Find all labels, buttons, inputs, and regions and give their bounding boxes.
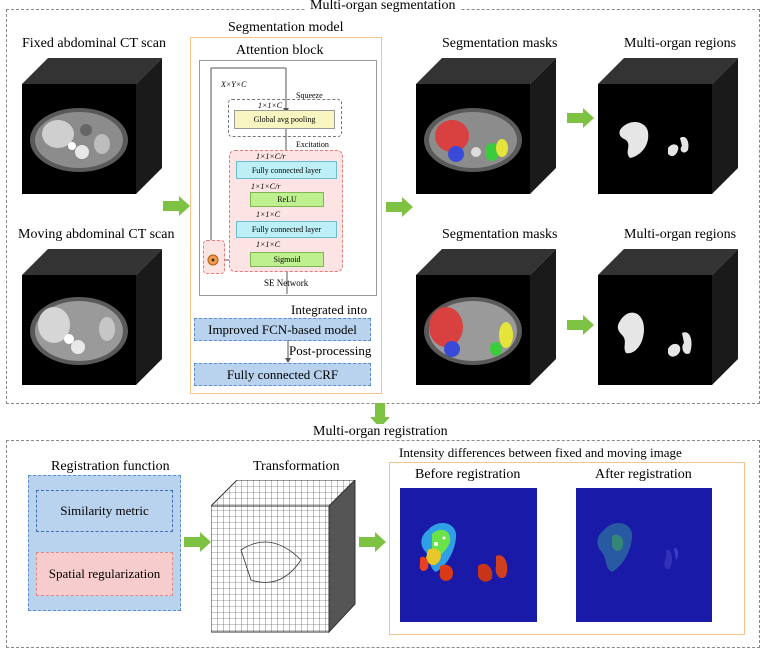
segmentation-section-title: Multi-organ segmentation bbox=[306, 0, 460, 14]
green-arrow-icon bbox=[386, 197, 413, 217]
after-label: After registration bbox=[595, 467, 692, 482]
squeeze-label: Squeeze bbox=[296, 91, 323, 100]
post-processing-label: Post-processing bbox=[289, 343, 372, 358]
green-arrow-icon bbox=[567, 315, 594, 335]
crf-box: Fully connected CRF bbox=[194, 363, 371, 386]
relu-dims-label: 1×1×C/r bbox=[251, 182, 281, 191]
intensity-title: Intensity differences between fixed and … bbox=[399, 445, 682, 460]
squeeze-group bbox=[228, 99, 342, 137]
multiply-circle-icon bbox=[207, 254, 219, 266]
fcn-model-box: Improved FCN-based model bbox=[194, 318, 371, 341]
attention-block bbox=[199, 60, 377, 296]
green-arrow-icon bbox=[567, 108, 594, 128]
se-network-label: SE Network bbox=[264, 278, 309, 288]
fc1-box: Fully connected layer bbox=[236, 161, 337, 179]
moving-ct-cube bbox=[22, 249, 172, 389]
green-arrow-icon bbox=[163, 196, 190, 216]
post-processing-arrow bbox=[285, 340, 291, 363]
before-registration-image bbox=[400, 488, 537, 622]
similarity-metric-box: Similarity metric bbox=[36, 490, 173, 532]
fc2-box: Fully connected layer bbox=[236, 221, 337, 238]
green-arrow-icon bbox=[370, 403, 390, 428]
excitation-label: Excitation bbox=[296, 140, 329, 149]
regions-top-cube bbox=[598, 58, 748, 198]
regions-top-label: Multi-organ regions bbox=[624, 36, 737, 51]
seg-mask-bottom-cube bbox=[416, 249, 566, 389]
spatial-regularization-box: Spatial regularization bbox=[36, 552, 173, 596]
relu-box: ReLU bbox=[250, 192, 324, 207]
regions-bottom-cube bbox=[598, 249, 748, 389]
registration-section bbox=[6, 440, 760, 648]
sigmoid-box: Sigmoid bbox=[250, 252, 324, 267]
after-registration-image bbox=[576, 488, 712, 622]
input-dims-label: X×Y×C bbox=[221, 80, 247, 89]
gap-dims-label: 1×1×C bbox=[258, 101, 283, 110]
registration-section-title: Multi-organ registration bbox=[309, 424, 452, 440]
fixed-ct-cube bbox=[22, 58, 172, 198]
green-arrow-icon bbox=[359, 532, 386, 552]
transformation-grid-cube bbox=[209, 478, 357, 641]
transformation-label: Transformation bbox=[253, 459, 340, 474]
global-avg-pooling-box: Global avg pooling bbox=[234, 110, 335, 129]
segmentation-model-box bbox=[190, 37, 382, 394]
intensity-panel bbox=[389, 462, 745, 635]
seg-masks-top-label: Segmentation masks bbox=[442, 36, 558, 51]
attention-block-title: Attention block bbox=[236, 43, 324, 58]
sigmoid-dims-label: 1×1×C bbox=[256, 240, 281, 249]
fixed-scan-label: Fixed abdominal CT scan bbox=[22, 36, 166, 51]
seg-masks-bottom-label: Segmentation masks bbox=[442, 227, 558, 242]
seg-mask-top-cube bbox=[416, 58, 566, 198]
fc2-dims-label: 1×1×C bbox=[256, 210, 281, 219]
fc1-dims-label: 1×1×C/r bbox=[256, 152, 286, 161]
green-arrow-icon bbox=[184, 532, 211, 552]
registration-function-label: Registration function bbox=[51, 459, 170, 474]
segmentation-model-title: Segmentation model bbox=[228, 20, 344, 35]
regions-bottom-label: Multi-organ regions bbox=[624, 227, 737, 242]
before-label: Before registration bbox=[415, 467, 521, 482]
moving-scan-label: Moving abdominal CT scan bbox=[18, 227, 175, 242]
integrated-label: Integrated into bbox=[291, 302, 368, 317]
